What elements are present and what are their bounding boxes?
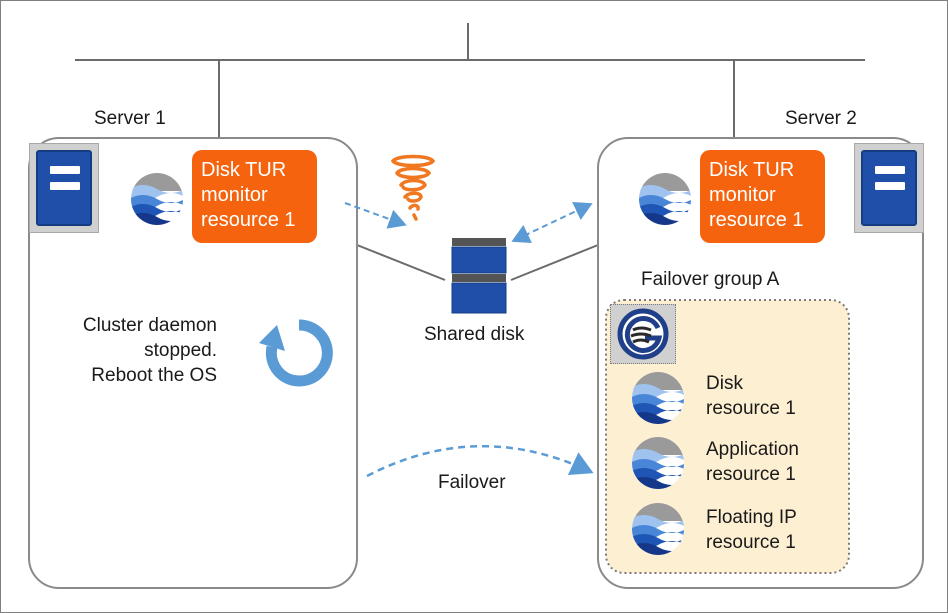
server1-box	[28, 137, 358, 589]
resource-line2: resource 1	[706, 532, 796, 553]
monitor-label-line2: monitor	[709, 184, 776, 206]
resource-line1: Application	[706, 439, 799, 460]
shared-disk-label: Shared disk	[424, 324, 525, 345]
group-icon	[617, 308, 669, 360]
cluster-resource-icon	[630, 435, 686, 491]
group-resource-3: Floating IP resource 1	[706, 505, 797, 555]
failover-group-title: Failover group A	[641, 269, 780, 290]
cluster-resource-icon	[637, 171, 693, 227]
shared-disk-icon	[451, 238, 507, 314]
resource-line1: Disk	[706, 373, 743, 394]
group-resource-1: Disk resource 1	[706, 371, 796, 421]
tornado-icon	[390, 154, 436, 221]
monitor-arrow	[511, 201, 593, 244]
monitor-label-line3: resource 1	[709, 209, 804, 231]
monitor-label-line1: Disk TUR	[201, 159, 287, 181]
status-line1: Cluster daemon	[82, 315, 217, 336]
server2-icon-frame	[854, 143, 924, 233]
server1-status-text: Cluster daemon stopped. Reboot the OS	[41, 313, 217, 388]
failover-label: Failover	[438, 472, 506, 493]
reboot-icon	[259, 319, 333, 387]
cluster-resource-icon	[630, 501, 686, 557]
server2-monitor-resource: Disk TUR monitor resource 1	[700, 150, 825, 243]
resource-line2: resource 1	[706, 398, 796, 419]
resource-line1: Floating IP	[706, 507, 797, 528]
status-line3: Reboot the OS	[91, 365, 217, 386]
monitor-label-line1: Disk TUR	[709, 159, 795, 181]
cluster-resource-icon	[129, 171, 185, 227]
fault-arrow	[344, 202, 407, 229]
server1-icon-frame	[29, 143, 99, 233]
server1-disk-link	[356, 244, 446, 281]
status-line2: stopped.	[144, 340, 217, 361]
failover-arrow	[366, 445, 594, 478]
group-resource-2: Application resource 1	[706, 437, 799, 487]
monitor-label-line3: resource 1	[201, 209, 296, 231]
server1-label: Server 1	[94, 108, 166, 129]
server-icon	[861, 150, 917, 226]
cluster-resource-icon	[630, 370, 686, 426]
resource-line2: resource 1	[706, 464, 796, 485]
server2-label: Server 2	[785, 108, 857, 129]
group-icon-frame	[610, 304, 676, 364]
monitor-label-line2: monitor	[201, 184, 268, 206]
server2-disk-link	[510, 244, 599, 281]
server1-monitor-resource: Disk TUR monitor resource 1	[192, 150, 317, 243]
server-icon	[36, 150, 92, 226]
